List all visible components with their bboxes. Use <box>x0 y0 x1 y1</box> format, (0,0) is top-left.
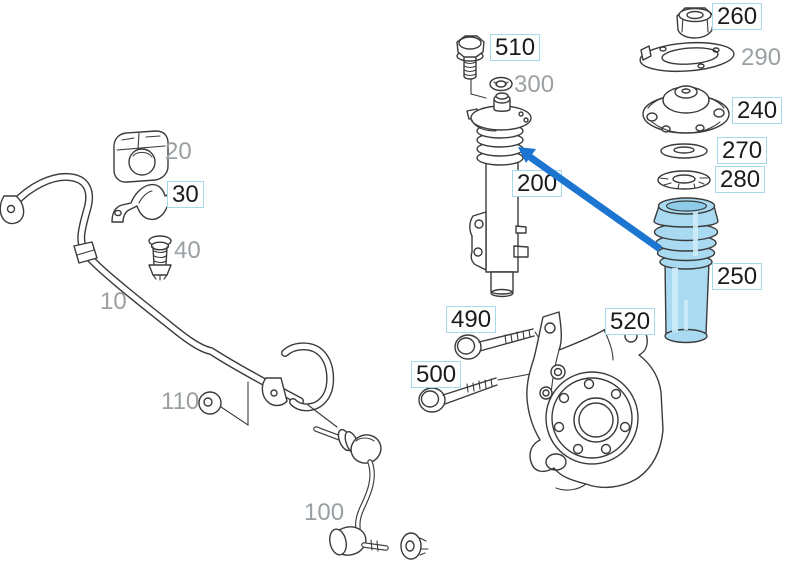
callout-110: 110 <box>161 388 200 415</box>
bolt-490-drawing <box>454 328 552 360</box>
stabilizer-bushing-drawing <box>113 130 169 183</box>
steering-knuckle-drawing <box>526 311 664 491</box>
washer-110-drawing <box>198 381 249 427</box>
bolt-510-drawing <box>456 35 487 99</box>
nut-260-drawing <box>676 7 715 39</box>
callout-260[interactable]: 260 <box>712 3 763 30</box>
callout-100: 100 <box>304 499 345 526</box>
dust-boot-250-drawing <box>653 197 719 344</box>
strut-mount-240-drawing <box>642 85 730 134</box>
callout-200[interactable]: 200 <box>512 170 563 197</box>
stabilizer-bar-drawing <box>0 172 304 405</box>
callout-10: 10 <box>100 288 127 315</box>
bolt-500-drawing <box>418 371 542 413</box>
screw-drawing <box>148 235 172 281</box>
callout-240[interactable]: 240 <box>732 97 783 124</box>
callout-280[interactable]: 280 <box>715 166 766 193</box>
callout-520[interactable]: 520 <box>605 308 656 335</box>
callout-500[interactable]: 500 <box>411 361 462 388</box>
link-nut-drawing <box>400 532 429 560</box>
callout-40: 40 <box>174 237 201 264</box>
stabilizer-bar-end-loop <box>261 342 338 428</box>
strut-200-drawing <box>466 92 532 298</box>
callout-300: 300 <box>514 71 555 98</box>
stabilizer-link-drawing <box>313 426 389 556</box>
callout-270[interactable]: 270 <box>717 137 768 164</box>
callout-250[interactable]: 250 <box>712 263 763 290</box>
callout-290: 290 <box>741 44 782 71</box>
retaining-ring-300-drawing <box>489 76 513 92</box>
callout-30[interactable]: 30 <box>167 181 204 208</box>
plate-290-drawing <box>639 41 735 73</box>
washer-280-drawing <box>657 170 711 190</box>
callout-490[interactable]: 490 <box>446 306 497 333</box>
callout-20: 20 <box>165 138 192 165</box>
callout-510[interactable]: 510 <box>490 34 541 61</box>
washer-270-drawing <box>660 143 708 159</box>
